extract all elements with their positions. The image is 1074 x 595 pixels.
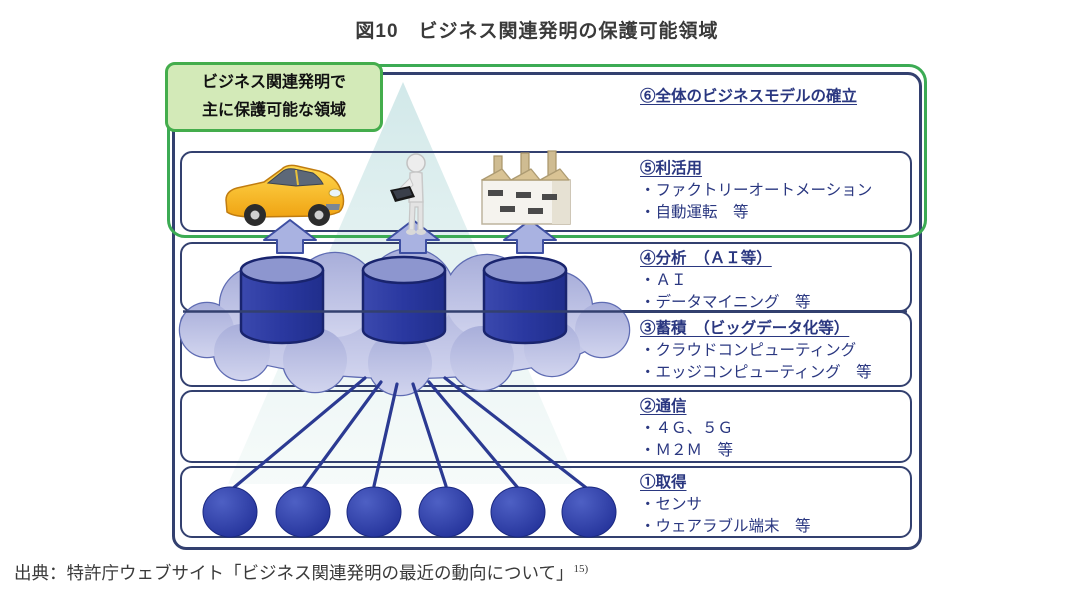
protectable-area-label-line2: 主に保護可能な領域 — [201, 102, 346, 119]
layer6-header: ⑥全体のビジネスモデルの確立 — [640, 88, 858, 105]
layer2-item: ・４Ｇ、５Ｇ — [640, 420, 734, 437]
figure-title: 図10 ビジネス関連発明の保護可能領域 — [355, 21, 719, 42]
layer1-item: ・センサ — [640, 496, 703, 513]
diagram-outer-frame — [172, 72, 922, 550]
layer5-header: ⑤利活用 — [640, 160, 703, 177]
layer3-item: ・クラウドコンピューティング — [640, 342, 857, 359]
layer2-header: ②通信 — [640, 398, 687, 415]
layer5-item: ・ファクトリーオートメーション — [640, 182, 873, 199]
protectable-area-label-line1: ビジネス関連発明で — [201, 74, 346, 91]
source-caption-text: 出典：特許庁ウェブサイト「ビジネス関連発明の最近の動向について」 — [14, 563, 574, 583]
source-footnote-marker: 15) — [573, 563, 589, 576]
layer3-header: ③蓄積 （ビッグデータ化等） — [640, 320, 850, 337]
layer1-item: ・ウェアラブル端末 等 — [640, 518, 811, 535]
layer4-item: ・ＡＩ — [640, 272, 687, 289]
layer5-item: ・自動運転 等 — [640, 204, 749, 221]
layer1-header: ①取得 — [640, 474, 687, 491]
protectable-area-label: ビジネス関連発明で 主に保護可能な領域 — [165, 62, 383, 132]
layer4-item: ・データマイニング 等 — [640, 294, 811, 311]
layer2-band — [180, 390, 912, 463]
layer4-header: ④分析 （ＡＩ等） — [640, 250, 772, 267]
layer2-item: ・Ｍ２Ｍ 等 — [640, 442, 734, 459]
source-caption: 出典：特許庁ウェブサイト「ビジネス関連発明の最近の動向について」15) — [14, 560, 588, 585]
layer3-item: ・エッジコンピューティング 等 — [640, 364, 872, 381]
